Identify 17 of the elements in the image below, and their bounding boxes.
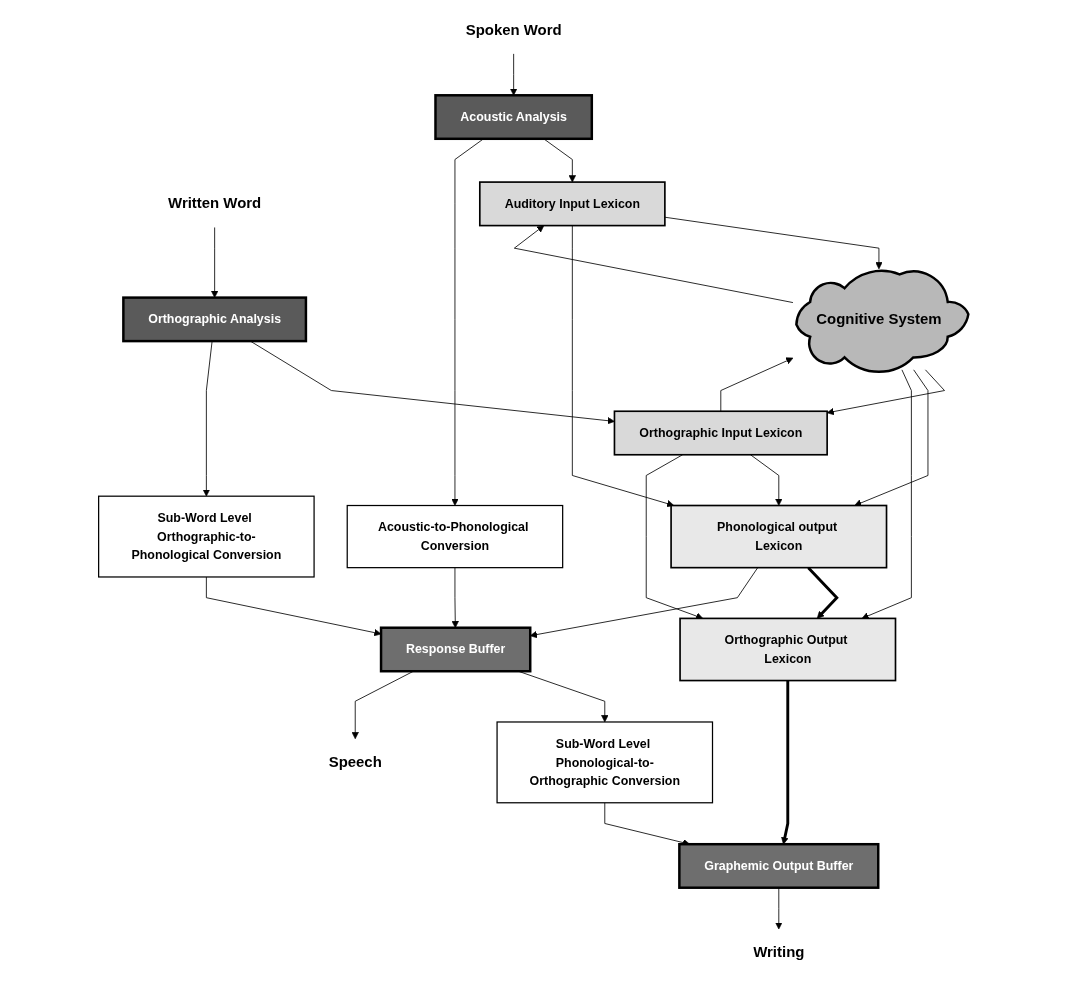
node-box: Auditory Input Lexicon [478, 181, 666, 227]
node-text: Speech [328, 753, 382, 771]
node-box: Graphemic Output Buffer [678, 842, 880, 889]
arrow [807, 566, 839, 619]
node-text: Writing [753, 944, 805, 961]
node-box: Orthographic Output Lexicon [679, 617, 897, 682]
node-box: Phonological output Lexicon [670, 504, 888, 569]
node-box: Acoustic-to-Phonological Conversion [346, 504, 564, 569]
node-text: Written Word [168, 195, 262, 212]
node-box: Sub-Word Level Orthographic-to-Phonological Conversion [98, 495, 315, 578]
node-box: Sub-Word Level Phonological-to-Orthographic Conversion [496, 721, 714, 804]
arrow [781, 680, 790, 845]
node-box: Response Buffer [379, 626, 532, 673]
node-box: Acoustic Analysis [434, 94, 594, 141]
node-box: Orthographic Analysis [122, 296, 308, 343]
node-box: Orthographic Input Lexicon [613, 410, 828, 456]
node-text: Spoken Word [465, 21, 562, 39]
